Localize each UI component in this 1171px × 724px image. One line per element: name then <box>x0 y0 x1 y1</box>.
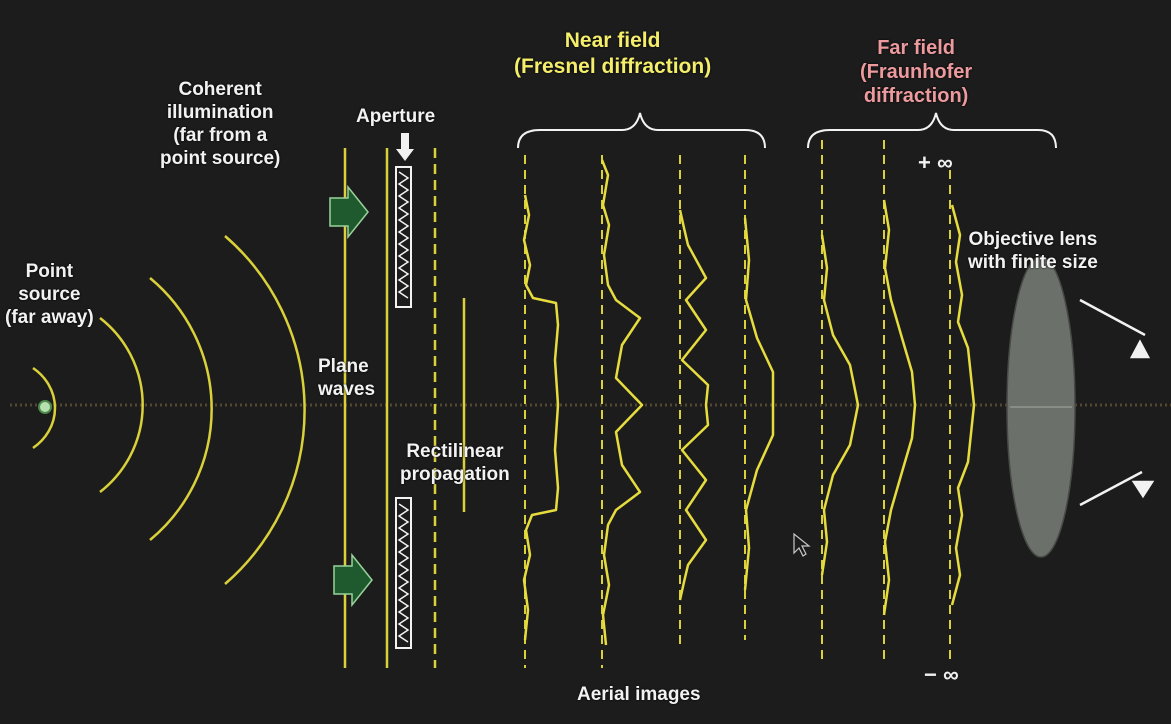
near-field-brace <box>517 112 766 149</box>
profile-near-1 <box>522 194 560 641</box>
profile-near-4 <box>743 217 775 591</box>
ray-upper-head <box>1129 339 1151 359</box>
ray-lower <box>1079 470 1143 507</box>
incident-arrow <box>333 552 373 608</box>
far-field-brace <box>807 112 1057 149</box>
profile-far-3 <box>950 204 976 606</box>
cursor-pointer-icon <box>793 532 811 557</box>
wavefront-2 <box>99 317 144 493</box>
minus-infinity-label: − ∞ <box>924 662 959 687</box>
aperture-plate-top <box>395 166 412 308</box>
aerial-image-profiles <box>522 159 976 646</box>
aperture-down-arrow <box>396 133 414 161</box>
ray-upper <box>1079 298 1146 337</box>
wavefront-4 <box>224 235 306 585</box>
diffracted-rays <box>1079 298 1155 507</box>
aperture-hatching <box>397 171 410 643</box>
profile-near-2 <box>600 159 644 646</box>
profile-far-1 <box>820 234 860 576</box>
aerial-images-label: Aerial images <box>577 684 701 705</box>
plus-infinity-label: + ∞ <box>918 150 953 175</box>
ray-lower-head <box>1131 480 1155 499</box>
aperture-plate-bottom <box>395 497 412 649</box>
aperture <box>395 133 414 649</box>
aperture-label: Aperture <box>356 106 436 127</box>
point-source-dot <box>38 400 52 414</box>
wavefront-3 <box>149 277 213 541</box>
profile-far-2 <box>882 199 917 616</box>
spherical-wavefronts <box>32 235 306 585</box>
incident-arrows <box>329 184 373 608</box>
profile-near-3 <box>678 209 710 601</box>
wavefront-1 <box>32 366 57 450</box>
incident-arrow <box>329 184 369 240</box>
near-field-title: Near field(Fresnel diffraction) <box>514 29 712 78</box>
